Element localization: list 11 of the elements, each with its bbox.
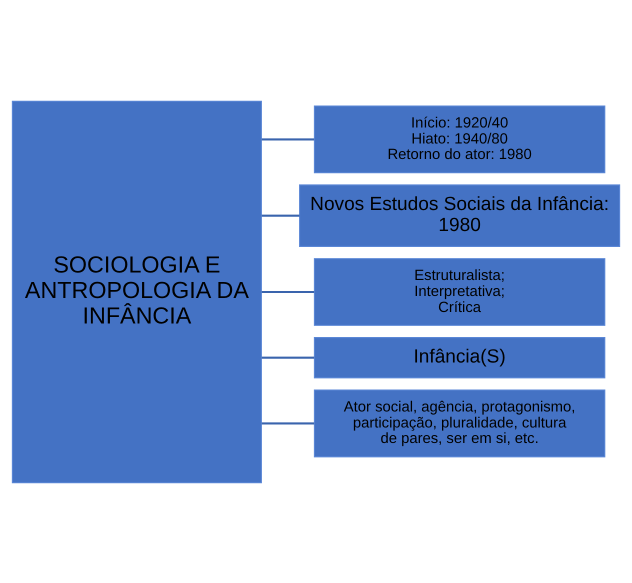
node-box: Novos Estudos Sociais da Infância: 1980 [299, 184, 620, 246]
connector [262, 138, 314, 140]
node-box: Infância(S) [314, 336, 606, 378]
connector [262, 422, 314, 424]
connector [262, 356, 314, 358]
connector [262, 214, 300, 216]
node-box: SOCIOLOGIA E ANTROPOLOGIA DA INFÂNCIA [12, 100, 262, 483]
connector [262, 290, 314, 293]
node-box: Ator social, agência, protagonismo, participação, pluralidade, cultura de pares, ser em si, etc. [314, 389, 606, 457]
node-box: Início: 1920/40 Hiato: 1940/80 Retorno do ator: 1980 [314, 104, 606, 173]
node-box: Estruturalista; Interpretativa; Crítica [314, 258, 606, 326]
